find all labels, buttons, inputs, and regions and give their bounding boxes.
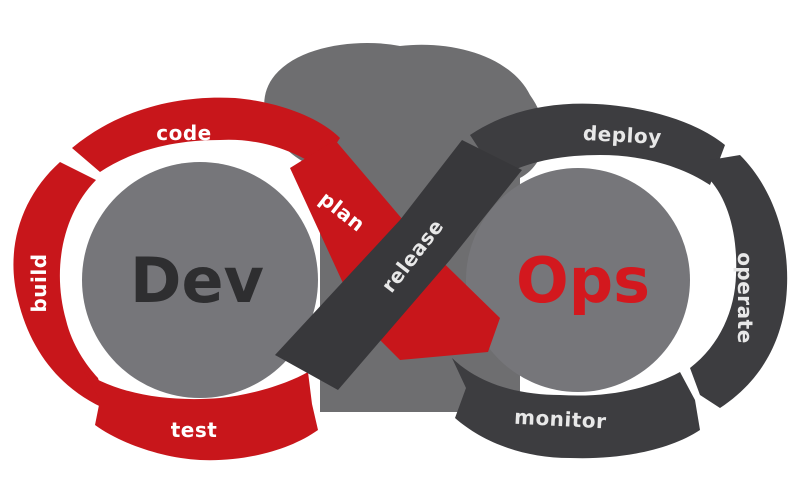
dev-word: Dev (130, 244, 264, 317)
ops-inner-circle (466, 168, 690, 392)
label-build: build (27, 253, 51, 312)
release-band (275, 140, 522, 390)
label-test: test (171, 418, 218, 442)
label-code: code (156, 121, 211, 145)
dev-segment-code (72, 97, 340, 172)
dev-segment-build (13, 162, 108, 410)
label-monitor: monitor (514, 405, 607, 434)
ops-word: Ops (516, 244, 650, 317)
dev-segment-test (84, 372, 318, 461)
dev-inner-circle (82, 162, 318, 398)
label-operate: operate (733, 252, 757, 344)
ops-ring (452, 103, 788, 459)
dev-ring (13, 97, 340, 461)
ops-segment-operate (690, 155, 788, 408)
ops-segment-monitor (452, 358, 700, 459)
label-deploy: deploy (582, 121, 662, 149)
ops-segment-deploy (470, 103, 725, 185)
